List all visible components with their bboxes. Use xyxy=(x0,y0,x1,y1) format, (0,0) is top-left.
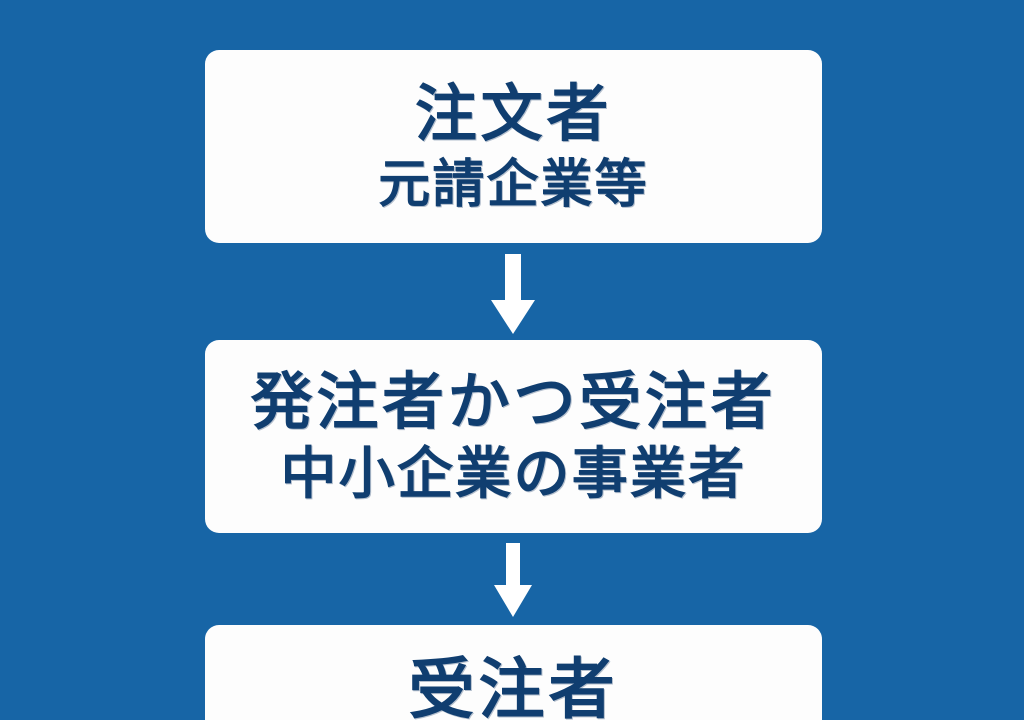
flow-node-orderer[interactable]: 注文者 元請企業等 xyxy=(205,50,822,243)
flow-node-contractor[interactable]: 受注者 xyxy=(205,625,822,720)
flow-node-contractor-title: 受注者 xyxy=(408,651,619,720)
flow-node-intermediary-subtitle: 中小企業の事業者 xyxy=(280,441,747,507)
page-title: 価格交渉・価格転嫁の流れ xyxy=(0,0,1024,6)
flow-node-orderer-title: 注文者 xyxy=(414,76,613,150)
flow-node-intermediary-title: 発注者かつ受注者 xyxy=(250,364,777,438)
page-title-text: 価格交渉・価格転嫁の流れ xyxy=(0,0,1024,6)
arrow-down-icon-1 xyxy=(491,254,535,334)
flow-node-intermediary[interactable]: 発注者かつ受注者 中小企業の事業者 xyxy=(205,340,822,533)
flow-node-orderer-subtitle: 元請企業等 xyxy=(378,154,649,215)
arrow-down-icon-2 xyxy=(494,543,532,617)
